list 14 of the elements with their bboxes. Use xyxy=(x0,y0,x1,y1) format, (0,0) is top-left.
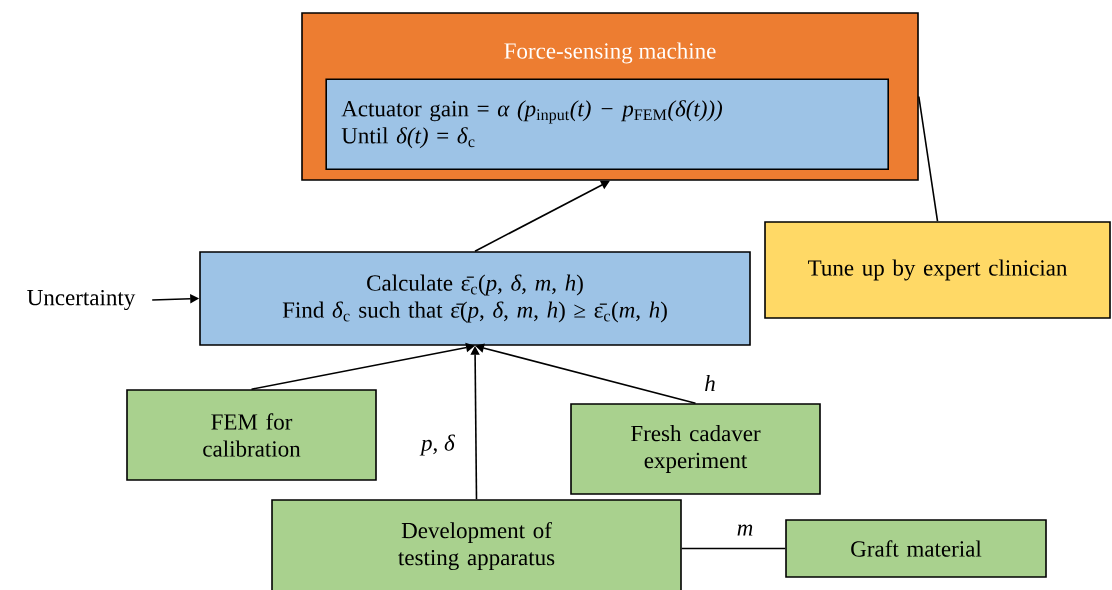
edge-label: m xyxy=(735,523,755,537)
note-box: Tune up by expert clinician xyxy=(764,221,1111,319)
process-box: Calculate ε̄$_{c}$(p, δ, m, h) Find δ$_{c}$ such that ε̄(p, δ, m, h) ≥ ε̄$_{c}$(m, h) xyxy=(199,251,751,346)
arrow xyxy=(250,342,475,390)
input-box: FEM for calibration xyxy=(126,389,377,481)
input-box: Graft material xyxy=(785,519,1047,578)
edge-label: p, δ xyxy=(419,433,456,457)
arrow xyxy=(474,180,610,252)
input-label: Uncertainty xyxy=(27,289,136,311)
input-box: Fresh cadaver experiment xyxy=(570,403,821,495)
arrow xyxy=(475,343,697,404)
edge-label: h xyxy=(703,374,717,392)
formula-box: Actuator gain = α (p$_{input}$(t) − p$_{FEM}$(δ(t))) Until δ(t) = δ$_{c}$ xyxy=(325,78,889,170)
input-box: Development of testing apparatus xyxy=(271,499,682,590)
